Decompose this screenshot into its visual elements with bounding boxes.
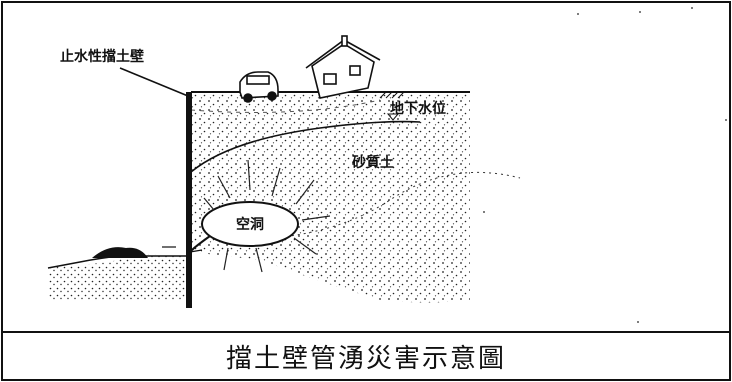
cavity-tail <box>191 235 211 251</box>
wall-label: 止水性擋土壁 <box>60 49 144 65</box>
left-soil <box>48 254 186 300</box>
car-icon <box>239 71 279 103</box>
cavity-label: 空洞 <box>236 217 264 233</box>
soil-label: 砂質土 <box>352 155 394 171</box>
water-table-label: 地下水位 <box>390 101 446 117</box>
seepage-arrows <box>203 159 331 273</box>
diagram-caption: 擋土壁管湧災害示意圖 <box>225 344 506 374</box>
water-table-dashed <box>190 99 381 113</box>
outflow-arrows <box>162 246 203 253</box>
water-level-marker-icon <box>386 113 400 121</box>
speckles <box>483 7 727 323</box>
soil-mound <box>92 247 148 258</box>
house-icon <box>305 35 381 99</box>
retaining-wall <box>186 92 192 308</box>
wall-leader-line <box>119 67 189 97</box>
cavity <box>201 201 299 247</box>
hatch-mark <box>379 91 405 99</box>
right-soil <box>191 92 470 303</box>
